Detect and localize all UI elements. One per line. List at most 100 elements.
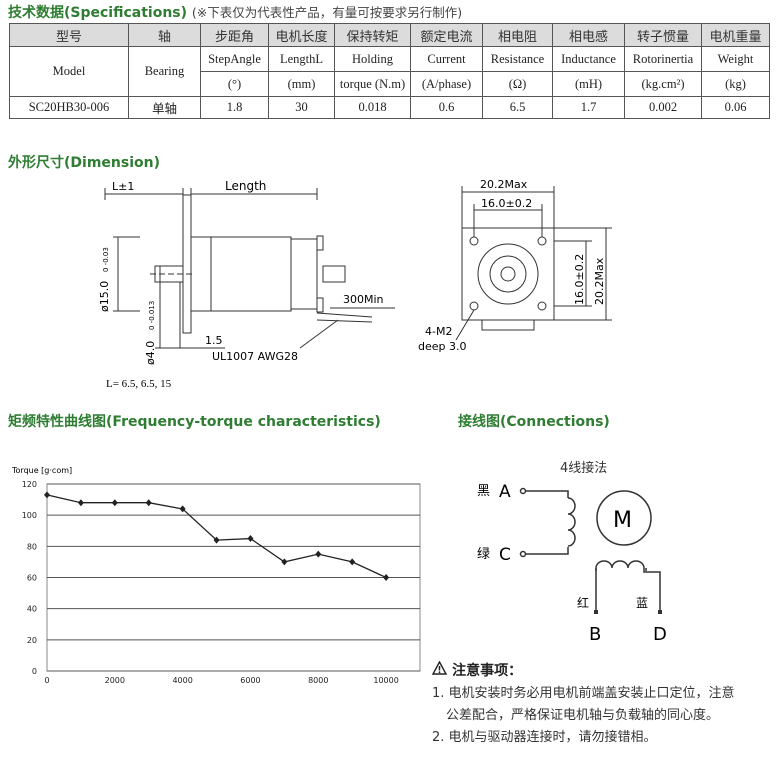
length-label: Length	[225, 179, 266, 193]
unit-holding-torque: torque (N.m)	[334, 71, 411, 97]
data-point	[247, 535, 254, 543]
unit-step-angle: (°)	[200, 71, 269, 97]
data-point	[77, 499, 84, 507]
freq-title: 矩频特性曲线图(Frequency-torque characteristics…	[8, 414, 381, 430]
y-tick-label: 80	[27, 542, 37, 551]
notes-heading: 注意事项：	[431, 660, 777, 683]
cn-header-rotor-inertia: 转子惯量	[624, 23, 702, 47]
bore-tolerance-label: 0 -0.013	[148, 301, 156, 330]
spec-title: 技术数据(Specifications)	[8, 5, 188, 21]
motor-symbol	[596, 490, 652, 546]
cell-inductance: 1.7	[552, 96, 625, 119]
spec-heading: 技术数据(Specifications) (※下表仅为代表性产品，有量可按要求另…	[8, 2, 462, 22]
data-point	[145, 499, 152, 507]
data-point	[281, 558, 288, 566]
y-tick-label: 0	[32, 667, 37, 676]
notes-title: 注意事项：	[452, 663, 523, 679]
data-point	[383, 574, 390, 581]
y-tick-label: 120	[22, 480, 37, 489]
unit-inductance: (mH)	[552, 71, 625, 97]
terminal-a	[519, 487, 527, 495]
en-header-length: LengthL	[268, 46, 335, 72]
wire-c-color: 绿	[477, 547, 490, 562]
lead-length-label: 300Min	[343, 293, 384, 306]
en-header-resistance: Resistance	[482, 46, 553, 72]
x-tick-label: 4000	[172, 676, 192, 685]
cable-spec-label: UL1007 AWG28	[212, 350, 298, 363]
x-tick-label: 10000	[373, 676, 398, 685]
en-header-rotor-inertia: Rotorinertia	[624, 46, 702, 72]
cell-step-angle: 1.8	[200, 96, 269, 119]
terminal-d	[658, 610, 662, 614]
dimension-title: 外形尺寸(Dimension)	[8, 155, 160, 171]
cn-header-model: 型号	[9, 23, 129, 47]
x-tick-label: 6000	[240, 676, 260, 685]
cell-rotor-inertia: 0.002	[624, 96, 702, 119]
mount-hole	[469, 301, 479, 311]
y-tick-label: 40	[27, 605, 37, 614]
x-tick-label: 0	[44, 676, 49, 685]
spec-table: 型号 轴 步距角 电机长度 保持转矩 额定电流 相电阻 相电感 转子惯量 电机重…	[9, 23, 770, 119]
cn-header-bearing: 轴	[128, 23, 201, 47]
unit-weight: (kg)	[701, 71, 770, 97]
l-values-label: L= 6.5, 6.5, 15	[106, 378, 172, 390]
cell-weight: 0.06	[701, 96, 770, 119]
cn-header-step-angle: 步距角	[200, 23, 269, 47]
cn-header-current: 额定电流	[410, 23, 483, 47]
front-flange	[182, 194, 192, 334]
note-item-1-cont: 公差配合，严格保证电机轴与负载轴的同心度。	[446, 708, 720, 723]
en-header-weight: Weight	[701, 46, 770, 72]
spec-cn-header-row: 型号 轴 步距角 电机长度 保持转矩 额定电流 相电阻 相电感 转子惯量 电机重…	[9, 23, 770, 47]
warning-triangle-icon	[431, 660, 448, 683]
spec-en-header-row: Model Bearing StepAngle LengthL Holding …	[9, 46, 770, 97]
en-header-current: Current	[410, 46, 483, 72]
width-max-label: 20.2Max	[480, 178, 528, 191]
terminal-b	[594, 610, 598, 614]
mount-hole	[469, 236, 479, 246]
mount-hole	[537, 236, 547, 246]
data-point	[111, 499, 118, 507]
motor-body	[190, 236, 292, 312]
data-point	[349, 558, 356, 566]
wire-b-color: 红	[577, 595, 589, 610]
coil-bd	[595, 560, 645, 569]
cn-header-inductance: 相电感	[552, 23, 625, 47]
spec-note: (※下表仅为代表性产品，有量可按要求另行制作)	[191, 5, 463, 20]
l-tolerance-label: L±1	[112, 180, 134, 193]
wire-c-letter: C	[499, 545, 511, 565]
x-tick-label: 8000	[308, 676, 328, 685]
torque-series-line	[46, 494, 387, 579]
mount-hole	[537, 301, 547, 311]
unit-rotor-inertia: (kg.cm²)	[624, 71, 702, 97]
connections-title: 接线图(Connections)	[458, 414, 610, 430]
shaft-tolerance-label: 0 -0.03	[102, 247, 110, 272]
screw-spec-label: 4-M2	[425, 325, 452, 338]
spec-unit-row: (°) (mm) torque (N.m) (A/phase) (Ω) (mH)…	[10, 71, 770, 97]
en-header-inductance: Inductance	[552, 46, 625, 72]
wire-a-color: 黑	[477, 484, 490, 499]
wire-b-letter: B	[589, 624, 601, 645]
coil-ac	[567, 497, 576, 547]
y-unit-label: Torque [g·com]	[11, 466, 72, 475]
screw-depth-label: deep 3.0	[418, 340, 467, 353]
cell-model: SC20HB30-006	[9, 96, 129, 119]
data-point	[213, 536, 220, 544]
wire-d-letter: D	[653, 624, 667, 645]
unit-current: (A/phase)	[410, 71, 483, 97]
wire-d-color: 蓝	[636, 596, 648, 610]
cell-length: 30	[268, 96, 335, 119]
wiring-method-label: 4线接法	[560, 460, 607, 476]
front-view-outline	[461, 227, 555, 321]
connection-diagram: 4线接法 黑 A 绿 C M 红 蓝 B D	[477, 460, 667, 645]
cn-header-weight: 电机重量	[701, 23, 770, 47]
y-tick-label: 60	[27, 574, 37, 583]
cn-header-holding-torque: 保持转矩	[334, 23, 411, 47]
bore-diameter-label: ø4.0	[144, 341, 157, 365]
wire-a-letter: A	[499, 482, 511, 502]
front-boss	[477, 243, 539, 305]
motor-letter: M	[613, 508, 632, 533]
y-tick-label: 20	[27, 636, 37, 645]
en-header-bearing: Bearing	[128, 46, 201, 97]
unit-length: (mm)	[268, 71, 335, 97]
height-max-label: 20.2Max	[593, 257, 606, 305]
